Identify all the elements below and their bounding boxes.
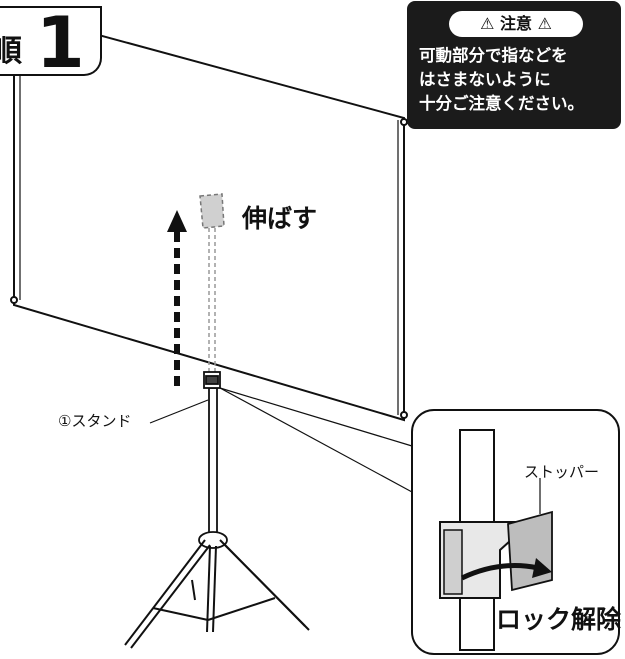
caution-badge: ⚠ 注意 ⚠ bbox=[449, 11, 583, 37]
stopper-label: ストッパー bbox=[524, 463, 600, 481]
step-kanji: 順 bbox=[0, 34, 22, 69]
caution-line: はさまないように bbox=[419, 70, 551, 89]
caution-title: 注意 bbox=[499, 14, 532, 33]
stand-leader-line bbox=[149, 399, 209, 424]
extend-label: 伸ばす bbox=[242, 204, 318, 233]
extension-ghost bbox=[199, 193, 225, 372]
step-number: 1 bbox=[36, 2, 85, 84]
warning-icon: ⚠ bbox=[537, 14, 552, 33]
stand-label: ①スタンド bbox=[58, 412, 132, 430]
unlock-label: ロック解除 bbox=[496, 605, 622, 634]
caution-line: 十分ご注意ください。 bbox=[419, 94, 584, 113]
warning-icon: ⚠ bbox=[480, 14, 495, 33]
caution-box: ⚠ 注意 ⚠ 可動部分で指などを はさまないように 十分ご注意ください。 bbox=[407, 1, 621, 129]
tripod-legs bbox=[124, 539, 310, 649]
caution-line: 可動部分で指などを bbox=[419, 46, 568, 65]
extend-arrow bbox=[167, 210, 187, 386]
caution-message: 可動部分で指などを はさまないように 十分ご注意ください。 bbox=[419, 44, 619, 116]
zoom-lines bbox=[219, 387, 413, 493]
step-label: 順 1 bbox=[0, 2, 102, 84]
detail-inset bbox=[411, 409, 620, 655]
stand-pole bbox=[198, 371, 228, 549]
